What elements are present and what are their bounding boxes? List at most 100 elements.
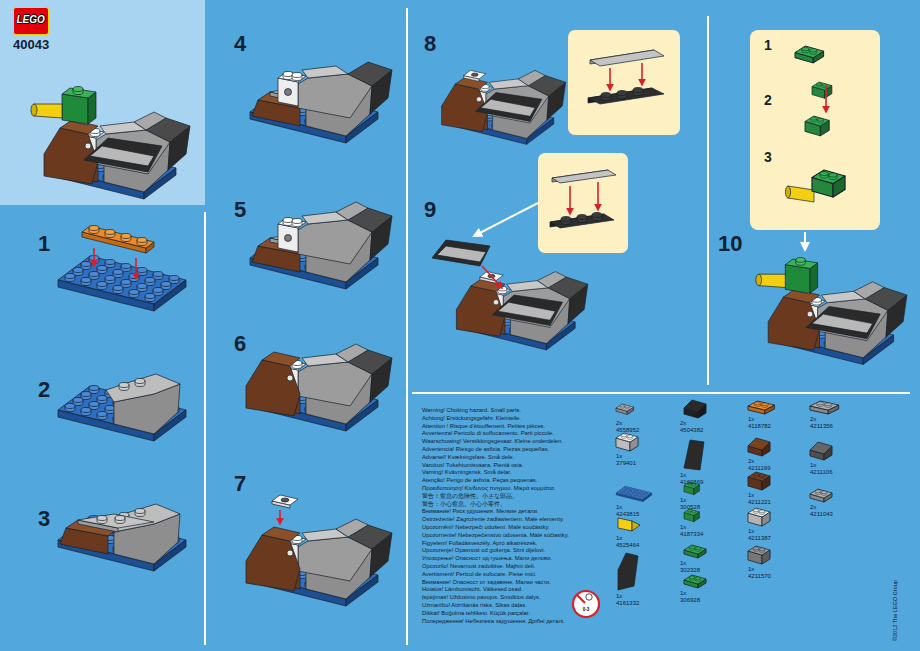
callout-parts xyxy=(550,170,616,228)
part-icons xyxy=(616,400,839,590)
substep-parts xyxy=(786,46,846,202)
substep-number: 1 xyxy=(764,38,772,53)
substep-number: 2 xyxy=(764,93,772,108)
warning-line: Avvertenza! Pericolo di soffocamento. Pa… xyxy=(422,430,554,436)
warning-line: Dikkat! Boğulma tehlikesi. Küçük parçala… xyxy=(422,610,530,616)
model-step xyxy=(250,62,392,143)
part-number: 4211387 xyxy=(748,535,771,541)
warning-line: 警告！窒息の危険性。小さな部品。 xyxy=(422,493,518,499)
step-number: 8 xyxy=(424,32,436,55)
part-number: 4211221 xyxy=(748,499,771,505)
warning-line: Upozornění! Nebezpečí udušení. Malé souč… xyxy=(422,524,550,530)
callout-parts xyxy=(588,50,664,104)
logo-text: LEGO xyxy=(17,15,45,26)
set-number: 40043 xyxy=(13,38,49,52)
part-number: 4211106 xyxy=(810,469,832,475)
warning-line: Varning! Kvävningsrisk. Små delar. xyxy=(422,469,511,475)
part-number: 4187334 xyxy=(680,531,703,537)
model-step xyxy=(246,344,392,431)
panel-dividers xyxy=(205,8,910,645)
step-number: 10 xyxy=(718,232,742,255)
header-panel: 40043 LEGO xyxy=(0,0,205,205)
part-number: 4525464 xyxy=(616,542,639,548)
step-number: 5 xyxy=(234,198,246,221)
part-number: 4211570 xyxy=(748,573,771,579)
warning-line: Uzmanību! Aizrīšanās risks. Sīkas daļas. xyxy=(422,602,527,608)
part-qty: 1x xyxy=(680,590,686,596)
part-qty: 1x xyxy=(616,453,622,459)
step-number: 7 xyxy=(234,472,246,495)
copyright: ©2012 The LEGO Group xyxy=(893,580,899,641)
lego-logo: LEGO xyxy=(13,7,49,35)
warning-line: Внимание! Опасност от задавяне. Малки ча… xyxy=(422,579,551,585)
model-step xyxy=(58,504,186,571)
step-number: 1 xyxy=(38,232,50,255)
part-number: 306928 xyxy=(680,597,700,603)
part-number: 4243815 xyxy=(616,511,639,517)
part-qty: 2x xyxy=(680,420,686,426)
leader-arrows xyxy=(474,203,805,250)
part-number: 4118782 xyxy=(748,423,771,429)
age-mark: 0-3 xyxy=(583,608,590,613)
model-step xyxy=(246,519,392,606)
warning-line: Varoitus! Tukehtumisvaara. Pieniä osia. xyxy=(422,462,523,468)
warning-line: Upozorenje! Opasnost od gušenja. Sitni d… xyxy=(422,547,545,553)
model-step xyxy=(442,70,566,144)
step-number: 9 xyxy=(424,198,436,221)
warning-line: Advarsel! Kvælningsfare. Små dele. xyxy=(422,454,514,460)
part-number: 4504382 xyxy=(680,427,703,433)
callout-panel xyxy=(568,30,680,135)
part-qty: 1x xyxy=(680,524,686,530)
step-number: 4 xyxy=(234,32,246,55)
age-warning-icon xyxy=(573,591,599,617)
header-ground xyxy=(0,0,205,205)
warning-line: Waarschuwing! Verstikkingsgevaar. Kleine… xyxy=(422,438,563,444)
substep-panel: 1 2 3 xyxy=(750,30,880,230)
warning-line: Warning! Choking hazard. Small parts. xyxy=(422,407,521,413)
warning-line: Upozornenie! Nebezpečenstvo udusenia. Ma… xyxy=(422,532,569,538)
warning-line: Упозорење! Опасност од гушења. Мали дело… xyxy=(422,555,552,561)
part-qty: 1x xyxy=(748,492,754,498)
part-number: 4160869 xyxy=(680,479,703,485)
warning-line: Попередження! Небезпека задушення. Дрібн… xyxy=(422,618,565,624)
part-qty: 2x xyxy=(810,504,816,510)
part-qty: 1x xyxy=(680,560,686,566)
warning-line: Внимание! Риск удушения. Мелкие детали. xyxy=(422,508,539,514)
callout-panel xyxy=(538,153,628,253)
warning-line: Achtung! Erstickungsgefahr. Kleinteile. xyxy=(422,415,521,421)
part-qty: 1x xyxy=(748,528,754,534)
duck-model xyxy=(31,87,190,200)
step-number: 6 xyxy=(234,332,246,355)
model-step xyxy=(58,374,186,441)
part-qty: 1x xyxy=(748,566,754,572)
part-qty: 2x xyxy=(616,420,622,426)
warning-line: Opozorilo! Nevarnost zadušitve. Majhni d… xyxy=(422,563,535,569)
part-number: 302328 xyxy=(680,567,700,573)
substep-number: 3 xyxy=(764,150,772,165)
part-number: 4161332 xyxy=(616,600,639,606)
part-number: 4558952 xyxy=(616,427,639,433)
part-qty: 1x xyxy=(616,535,622,541)
model-step xyxy=(456,272,587,350)
model-step xyxy=(756,258,907,365)
part-number: 4211199 xyxy=(748,465,770,471)
round-tile xyxy=(272,495,298,508)
part-qty: 1x xyxy=(616,593,622,599)
part-number: 4211043 xyxy=(810,511,833,517)
part-qty: 2x xyxy=(748,458,754,464)
warning-line: 警告：小心窒息。小心小零件。 xyxy=(422,501,506,507)
warning-line: Attention ! Risque d'étouffement. Petite… xyxy=(422,423,545,429)
part-qty: 1x xyxy=(810,462,816,468)
orange-plate xyxy=(82,226,154,254)
assembly-arrows xyxy=(94,63,826,524)
warning-line: Προειδοποίηση! Κίνδυνος πνιγμού. Μικρά κ… xyxy=(422,485,556,491)
part-number: 4211356 xyxy=(810,423,833,429)
part-qty: 1x xyxy=(748,416,754,422)
warning-line: Atenção! Perigo de asfixia. Peças pequen… xyxy=(422,477,537,483)
part-qty: 1x xyxy=(680,472,686,478)
warning-line: Įspėjimas! Uždusimo pavojus. Smulkios da… xyxy=(422,594,541,600)
warning-line: Ostrzeżenie! Zagrożenie zadławieniem. Ma… xyxy=(422,516,564,522)
model-step xyxy=(250,202,392,289)
